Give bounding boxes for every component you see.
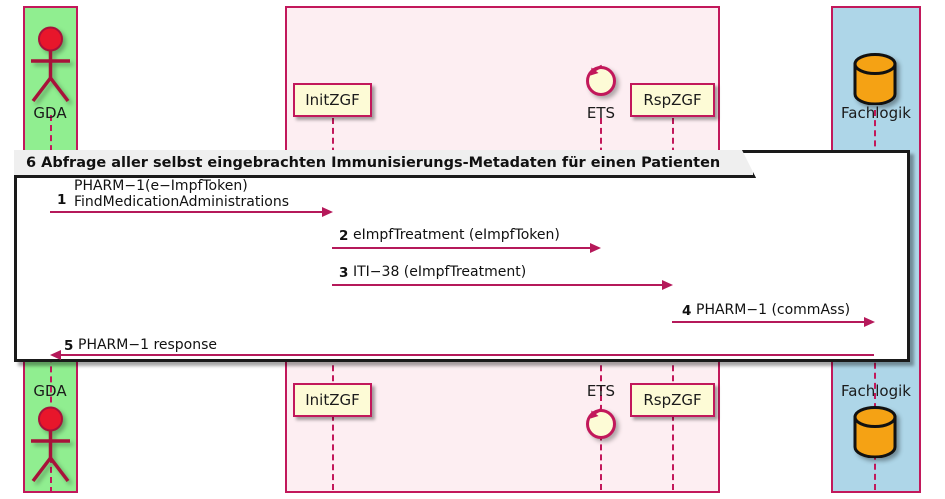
message-5-label: PHARM−1 response: [78, 337, 218, 353]
message-3-label: ITI−38 (eImpfTreatment): [353, 264, 527, 280]
participant-label-fachlogik-bottom: Fachlogik: [841, 382, 911, 400]
message-3-arrow-line: [332, 284, 664, 286]
message-5-number: 5: [64, 338, 74, 354]
participant-label-gda-bottom: GDA: [33, 382, 67, 400]
message-1-arrow-line: [50, 211, 324, 213]
participant-box-rspzgf-bottom[interactable]: RspZGF: [630, 383, 715, 417]
message-5-arrow-line: [61, 354, 874, 356]
frame-header-label: 6 Abfrage aller selbst eingebrachten Imm…: [14, 150, 756, 178]
participant-box-initzgf-bottom[interactable]: InitZGF: [293, 383, 372, 417]
message-1-label-line1: PHARM−1(e−ImpfToken): [74, 178, 248, 194]
message-1-arrowhead: [322, 207, 333, 217]
message-1-label: PHARM−1(e−ImpfToken) FindMedicationAdmin…: [74, 178, 289, 210]
control-icon-ets-top: [583, 61, 619, 97]
message-4-arrowhead: [864, 317, 875, 327]
message-2-label: eImpfTreatment (eImpfToken): [353, 227, 560, 243]
message-4-number: 4: [682, 303, 692, 319]
participant-label-ets-top: ETS: [586, 104, 616, 122]
message-4-arrow-line: [672, 321, 866, 323]
participant-label-ets-bottom: ETS: [586, 382, 616, 400]
interaction-frame: [14, 150, 910, 362]
message-2-arrowhead: [590, 243, 601, 253]
message-5-arrowhead: [50, 350, 61, 360]
control-icon-ets-bottom: [583, 404, 619, 440]
message-2-arrow-line: [332, 247, 592, 249]
message-4-label: PHARM−1 (commAss): [696, 302, 851, 318]
participant-box-initzgf-top[interactable]: InitZGF: [293, 83, 372, 117]
actor-icon-gda-top: [26, 26, 75, 104]
actor-icon-gda-bottom: [26, 406, 75, 484]
participant-label-fachlogik-top: Fachlogik: [841, 104, 911, 122]
database-icon-fachlogik-bottom: [852, 406, 898, 458]
message-1-number: 1: [57, 192, 67, 208]
message-1-label-line2: FindMedicationAdministrations: [74, 194, 289, 210]
database-icon-fachlogik-top: [852, 53, 898, 105]
message-3-arrowhead: [662, 280, 673, 290]
message-3-number: 3: [339, 265, 349, 281]
message-2-number: 2: [339, 228, 349, 244]
participant-box-rspzgf-top[interactable]: RspZGF: [630, 83, 715, 117]
frame-header-container: 6 Abfrage aller selbst eingebrachten Imm…: [14, 150, 774, 178]
participant-label-gda-top: GDA: [33, 104, 67, 122]
